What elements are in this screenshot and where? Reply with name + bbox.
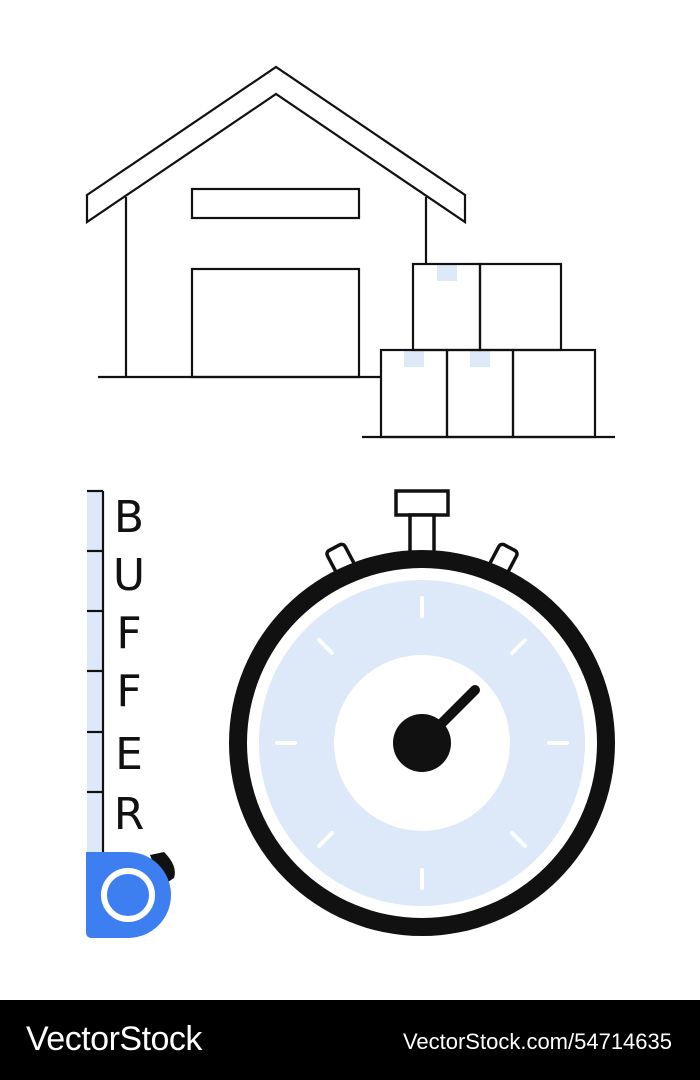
brand-logo: VectorStock: [26, 1020, 202, 1058]
warehouse-door: [190, 267, 361, 379]
tape-lock-button: [150, 852, 175, 886]
stopwatch-icon: [229, 489, 615, 936]
stopwatch-pivot: [393, 714, 451, 772]
buffer-letter: R: [113, 789, 145, 840]
box-stack-icon: [362, 262, 615, 439]
box: [511, 348, 597, 439]
buffer-letter: U: [112, 550, 146, 601]
illustration: [85, 65, 615, 938]
warehouse-sign: [190, 187, 361, 220]
buffer-letter: F: [116, 666, 142, 717]
box: [478, 262, 563, 352]
buffer-letter: E: [115, 729, 143, 780]
stopwatch-ticks: [275, 596, 569, 890]
image-id-link[interactable]: VectorStock.com/54714635: [402, 1029, 672, 1054]
tape-ring: [101, 868, 155, 922]
buffer-letter: F: [116, 608, 142, 659]
stopwatch-stem: [408, 513, 436, 557]
tape-measure-icon: [86, 489, 175, 938]
watermark-bar: VectorStock VectorStock.com/54714635: [0, 1000, 700, 1080]
tape-housing: [86, 852, 171, 938]
warehouse-roof: [85, 65, 467, 225]
warehouse-icon: [85, 65, 467, 379]
stopwatch-crown-cap: [394, 489, 450, 517]
buffer-letter: B: [113, 492, 145, 543]
